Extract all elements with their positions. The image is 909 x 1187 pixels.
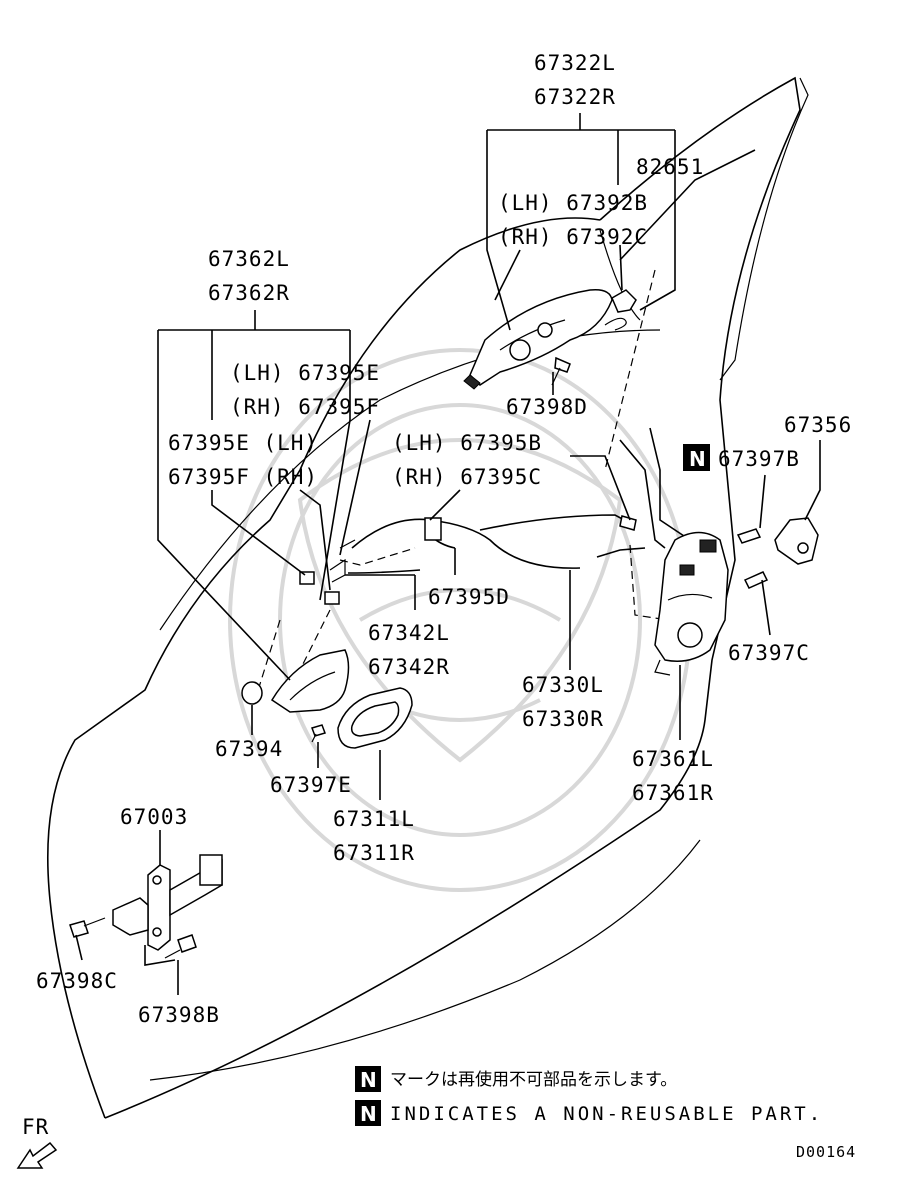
label-67330R: 67330R xyxy=(522,707,604,731)
label-rh-67392C: (RH) 67392C xyxy=(498,225,648,249)
legend-badge-en: N xyxy=(360,1102,377,1126)
label-67322L: 67322L xyxy=(534,51,616,75)
label-67342R: 67342R xyxy=(368,655,450,679)
legend-badge-jp: N xyxy=(360,1068,377,1092)
clips-part xyxy=(299,539,356,605)
part-labels: 67322L 67322R 82651 (LH) 67392B (RH) 673… xyxy=(36,51,852,1027)
front-direction-indicator: FR xyxy=(16,1115,58,1169)
legend: N マークは再使用不可部品を示します。 N INDICATES A NON-RE… xyxy=(355,1066,823,1126)
striker-part xyxy=(736,517,819,589)
label-67397E: 67397E xyxy=(270,773,352,797)
label-67361R: 67361R xyxy=(632,781,714,805)
fr-label: FR xyxy=(22,1115,49,1139)
label-82651: 82651 xyxy=(636,155,704,179)
label-67362R: 67362R xyxy=(208,281,290,305)
label-lh-67395E: (LH) 67395E xyxy=(230,361,380,385)
inside-handle-part xyxy=(463,288,637,390)
escutcheon-part xyxy=(337,687,413,749)
label-67322R: 67322R xyxy=(534,85,616,109)
label-67397B: 67397B xyxy=(718,447,800,471)
badge-letter: N xyxy=(689,447,706,471)
label-67394: 67394 xyxy=(215,737,283,761)
door-check-part xyxy=(69,854,223,959)
label-67356: 67356 xyxy=(784,413,852,437)
label-67311R: 67311R xyxy=(333,841,415,865)
label-67395D: 67395D xyxy=(428,585,510,609)
label-rh-67395C: (RH) 67395C xyxy=(392,465,542,489)
label-67395E-lh: 67395E (LH) xyxy=(168,431,318,455)
label-67342L: 67342L xyxy=(368,621,450,645)
leader-lines xyxy=(75,113,821,995)
label-67395F-rh: 67395F (RH) xyxy=(168,465,318,489)
label-67397C: 67397C xyxy=(728,641,810,665)
label-67362L: 67362L xyxy=(208,247,290,271)
legend-jp-text: マークは再使用不可部品を示します。 xyxy=(390,1069,677,1090)
label-67361L: 67361L xyxy=(632,747,714,771)
label-67398B: 67398B xyxy=(138,1003,220,1027)
arrow-icon xyxy=(16,1141,58,1169)
label-67330L: 67330L xyxy=(522,673,604,697)
door-lock-part xyxy=(654,531,729,676)
rods-and-cables xyxy=(347,427,691,574)
legend-en-text: INDICATES A NON-REUSABLE PART. xyxy=(390,1103,823,1125)
label-67398D: 67398D xyxy=(506,395,588,419)
label-67311L: 67311L xyxy=(333,807,415,831)
label-rh-67395F: (RH) 67395F xyxy=(230,395,380,419)
non-reusable-badge-67397B: N xyxy=(683,444,710,471)
label-lh-67392B: (LH) 67392B xyxy=(498,191,648,215)
label-lh-67395B: (LH) 67395B xyxy=(392,431,542,455)
outside-handle-part xyxy=(241,649,350,743)
label-67398C: 67398C xyxy=(36,969,118,993)
label-67003: 67003 xyxy=(120,805,188,829)
diagram-code: D00164 xyxy=(796,1143,856,1161)
